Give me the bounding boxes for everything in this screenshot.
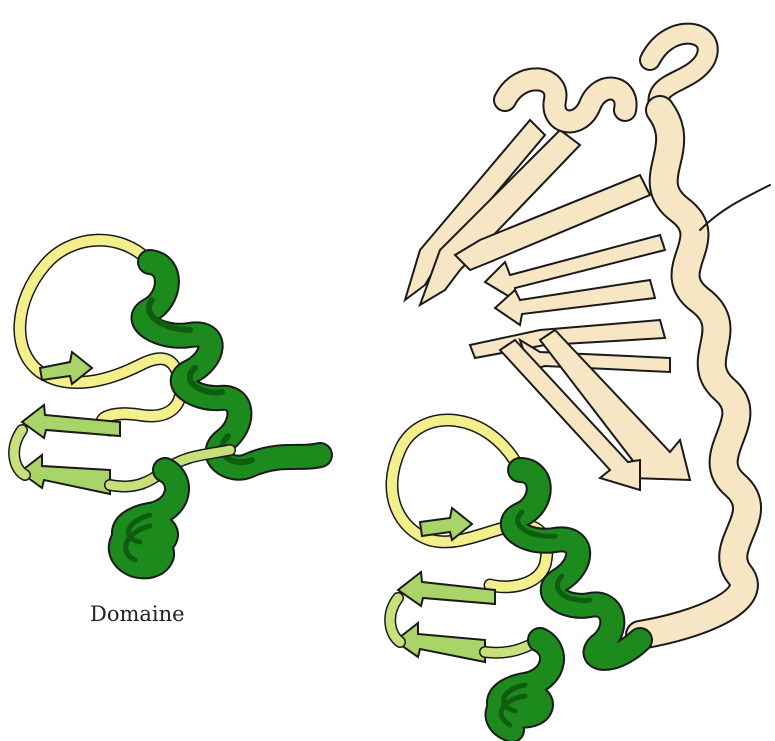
host-alpha-helix-top [505,34,708,122]
isolated-domain: Domaine [14,240,320,626]
beta-strand [22,405,120,438]
embedded-domain [390,420,640,730]
alpha-helix-upper [513,470,640,658]
beta-strand [20,455,110,494]
domain-label: Domaine [90,602,185,626]
beta-strand [395,623,485,662]
beta-strand [398,572,495,606]
host-beta-sheet [405,120,690,490]
host-alpha-helix-long [640,110,770,635]
domain-in-protein [390,34,770,730]
